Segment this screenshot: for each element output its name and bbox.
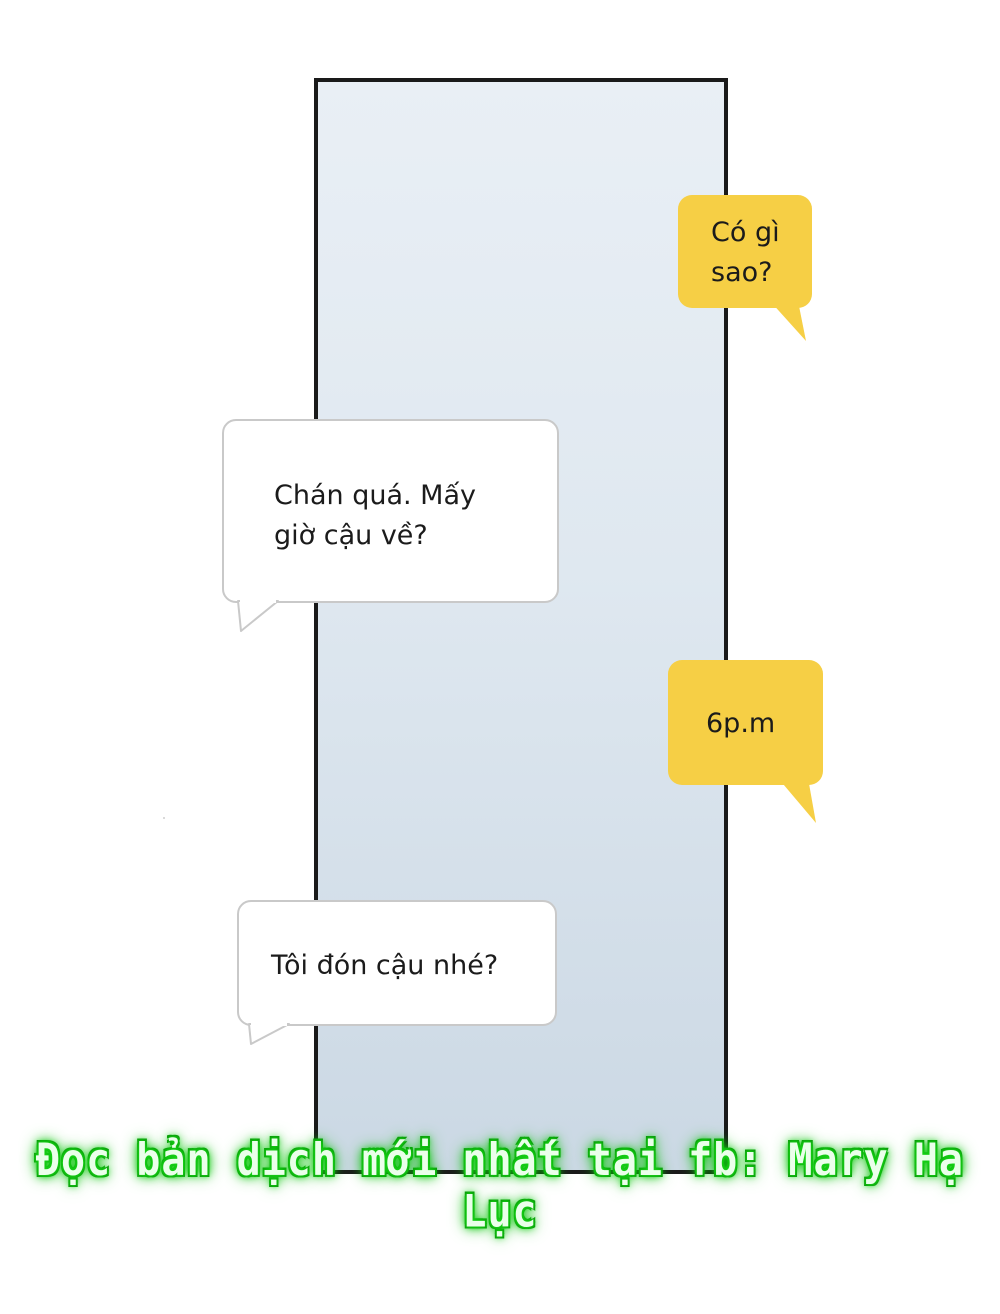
decorative-speck [163,817,165,819]
speech-tail-icon [778,778,816,823]
speech-tail-icon [248,1022,290,1045]
speech-tail-icon [237,599,279,632]
translator-watermark: Đọc bản dịch mới nhất tại fb: Mary Hạ Lụ… [35,1134,965,1238]
message-text: Chán quá. Mấy giờ cậu về? [274,480,476,551]
message-bubble-reply-1: Có gì sao? [678,195,812,341]
message-text: 6p.m [706,708,776,739]
message-text: Có gì sao? [711,217,780,288]
speech-tail-icon [770,301,806,341]
message-bubble-reply-2: 6p.m [668,660,823,823]
message-text: Tôi đón cậu nhé? [271,950,499,981]
message-bubble-sent-2: Tôi đón cậu nhé? [237,900,557,1045]
message-bubble-sent-1: Chán quá. Mấy giờ cậu về? [222,419,559,632]
